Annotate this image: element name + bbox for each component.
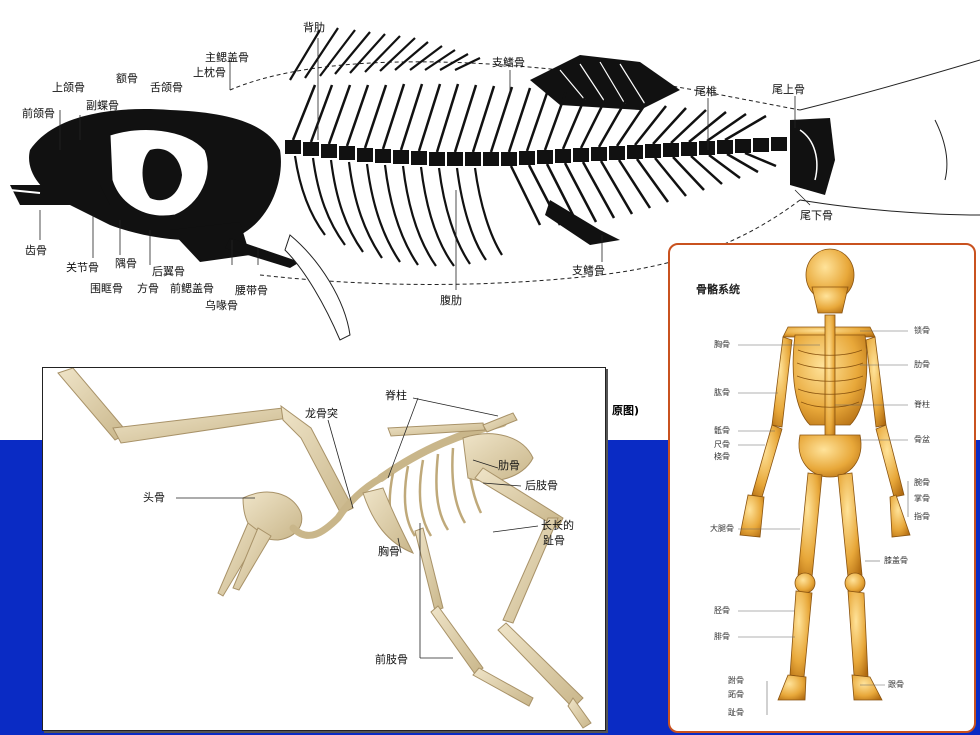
bird-label-skull: 头骨 (143, 491, 165, 504)
bird-label-long-toe-line1: 长长的 (541, 519, 574, 532)
human-label-tibia: 胫骨 (714, 606, 730, 615)
human-label-radius: 桡骨 (714, 452, 730, 461)
fish-label-epural: 尾上骨 (772, 83, 805, 96)
human-label-metacarpal: 掌骨 (914, 494, 930, 503)
fish-label-postcleithrum: 后翼骨 (152, 265, 185, 278)
fish-label-back-rib: 背肋 (303, 21, 325, 34)
human-label-calcaneus: 跟骨 (888, 680, 904, 689)
human-label-sternum: 胸骨 (714, 340, 730, 349)
human-skeleton-drawing (738, 248, 911, 715)
bird-label-sternum: 胸骨 (378, 545, 400, 558)
fish-label-hyomandibular: 舌颌骨 (150, 81, 183, 94)
fish-label-upper-jaw: 上颌骨 (52, 81, 85, 94)
human-label-tarsal: 跗骨 (728, 676, 744, 685)
human-label-carpal: 腕骨 (914, 478, 930, 487)
fish-skeleton-drawing (9, 27, 980, 341)
bird-label-keel: 龙骨突 (305, 407, 338, 420)
fish-label-ventral-rib: 腹肋 (440, 294, 462, 307)
fish-label-preopercle: 前鳃盖骨 (170, 282, 214, 295)
human-label-clavicle: 锁骨 (914, 326, 930, 335)
bird-skeleton-panel: 龙骨突 脊柱 肋骨 后肢骨 头骨 长长的 趾骨 胸骨 前肢骨 (42, 367, 606, 731)
human-label-metatarsal: 跖骨 (728, 690, 744, 699)
fish-label-circumorbital: 围眶骨 (90, 282, 123, 295)
human-label-rib: 肋骨 (914, 360, 930, 369)
bird-label-rib: 肋骨 (498, 459, 520, 472)
fish-label-frontal: 额骨 (116, 72, 138, 85)
bird-skeleton-drawing (57, 368, 592, 729)
figure-caption-fragment: 原图) (612, 404, 640, 417)
fish-label-dentary: 齿骨 (25, 244, 47, 257)
fish-label-premaxilla: 前颌骨 (22, 107, 55, 120)
fish-label-caudal-vertebra: 尾椎 (695, 85, 717, 98)
fish-label-parasphenoid: 副蝶骨 (86, 99, 119, 112)
fish-label-supraoccipital: 上枕骨 (193, 66, 226, 79)
human-label-femur: 大腿骨 (710, 524, 734, 533)
bird-label-long-toe-line2: 趾骨 (543, 534, 565, 547)
human-label-phalanges: 指骨 (914, 512, 930, 521)
bird-label-hindlimb: 后肢骨 (525, 479, 558, 492)
fish-label-symplectic: 隅骨 (115, 257, 137, 270)
human-label-fibula: 腓骨 (714, 632, 730, 641)
bird-label-forelimb: 前肢骨 (375, 653, 408, 666)
human-label-spine: 脊柱 (914, 400, 930, 409)
human-skeleton-panel: 骨骼系统 (668, 243, 976, 733)
human-label-toe: 趾骨 (728, 708, 744, 717)
human-label-pelvis: 骨盆 (914, 435, 930, 444)
fish-skeleton-diagram: 背肋 主鳃盖骨 上枕骨 上颌骨 额骨 舌颌骨 前颌骨 副蝶骨 支鳍骨 尾椎 尾上… (0, 0, 980, 360)
fish-label-pectoral-girdle: 腰带骨 (235, 284, 268, 297)
fish-label-hypural: 尾下骨 (800, 209, 833, 222)
fish-label-dorsal-pterygiophore: 支鳍骨 (492, 56, 525, 69)
human-panel-title: 骨骼系统 (696, 283, 740, 296)
human-label-humerus: 肱骨 (714, 388, 730, 397)
fish-label-anal-pterygiophore: 支鳍骨 (572, 264, 605, 277)
fish-label-articular: 关节骨 (66, 261, 99, 274)
bird-label-spine: 脊柱 (385, 389, 407, 402)
human-label-ulna: 尺骨 (714, 440, 730, 449)
fish-label-coracoid: 乌喙骨 (205, 299, 238, 312)
human-label-patella: 膝盖骨 (884, 556, 908, 565)
fish-label-main-opercle: 主鳃盖骨 (205, 51, 249, 64)
human-label-sacrum: 骶骨 (714, 426, 730, 435)
fish-label-quadrate: 方骨 (137, 282, 159, 295)
